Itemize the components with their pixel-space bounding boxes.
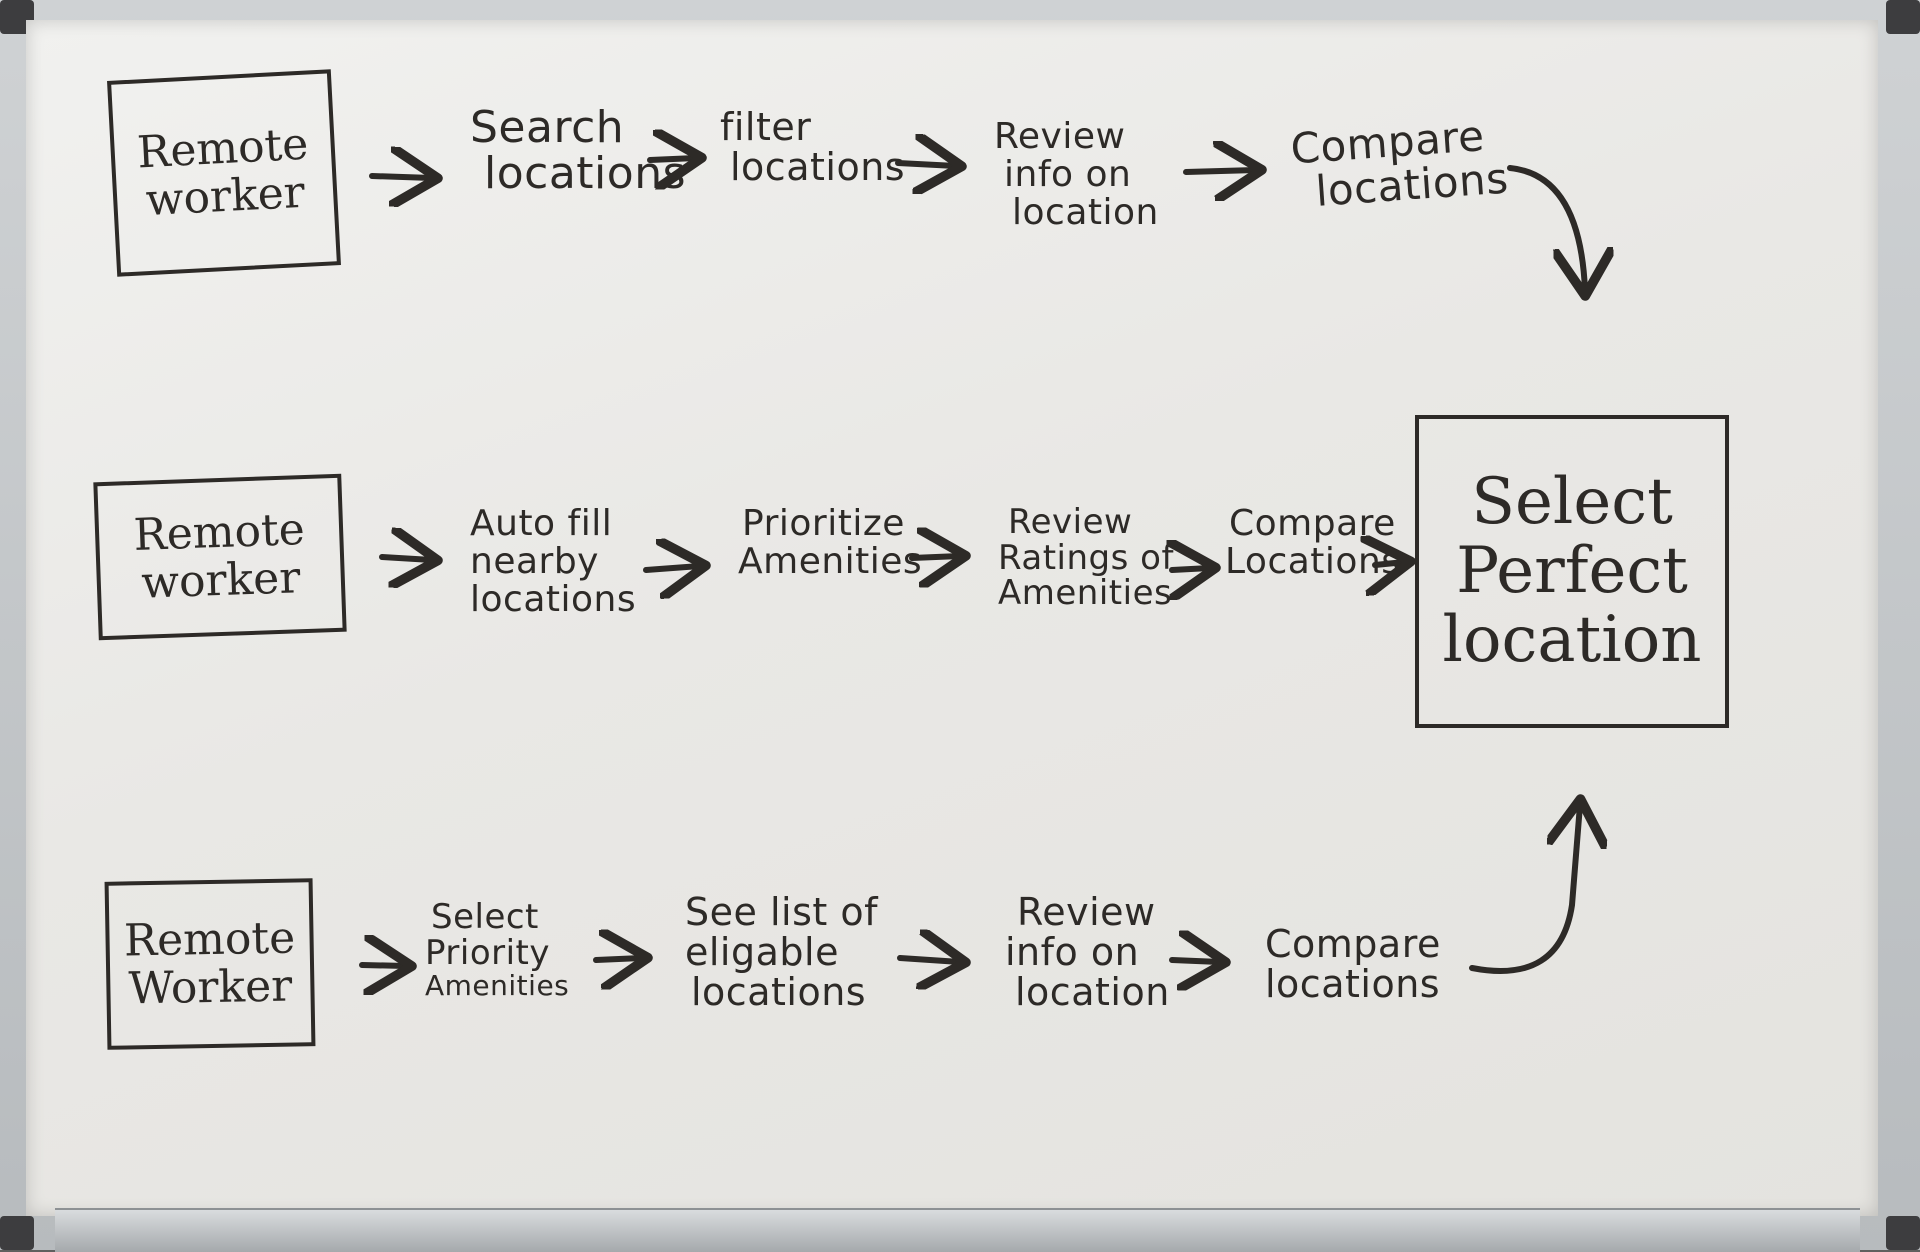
row2-step2-line2: Amenities bbox=[738, 540, 923, 582]
frame-corner-top-right bbox=[1886, 0, 1920, 34]
row3-step-review-info: Review info on location bbox=[1005, 890, 1170, 1014]
row1-step-filter-locations: filter locations bbox=[720, 105, 906, 189]
goal-line1: Select bbox=[1471, 464, 1673, 539]
row3-step4-line2: locations bbox=[1265, 961, 1441, 1006]
row3-step2-line3: locations bbox=[691, 969, 867, 1014]
row1-step3-line2: info on bbox=[1004, 153, 1132, 195]
arrow-r2-1 bbox=[379, 557, 432, 560]
arrow-r3-up bbox=[1469, 805, 1580, 974]
row1-step1-line1: Search bbox=[470, 102, 625, 153]
row3-step3-line3: location bbox=[1015, 969, 1170, 1014]
row3-step-see-list: See list of eligable locations bbox=[685, 890, 878, 1014]
row3-step2-line2: eligable bbox=[685, 929, 839, 974]
row3-step-compare-locations: Compare locations bbox=[1265, 922, 1441, 1006]
row3-step1-line2: Priority bbox=[425, 932, 551, 973]
row3-step3-line2: info on bbox=[1005, 929, 1140, 974]
marker-tray bbox=[55, 1208, 1860, 1252]
arrow-r1-4 bbox=[1183, 170, 1256, 172]
row1-step2-line1: filter bbox=[720, 105, 812, 149]
row3-step-select-priority: Select Priority Amenities bbox=[425, 897, 570, 1003]
arrow-r2-3 bbox=[909, 556, 960, 558]
row2-step3-line1: Review bbox=[1008, 502, 1133, 542]
arrow-r1-3 bbox=[895, 163, 956, 166]
row2-step-prioritize-amenities: Prioritize Amenities bbox=[738, 505, 922, 581]
frame-corner-bottom-right bbox=[1886, 1216, 1920, 1250]
row2-step-auto-fill: Auto fill nearby locations bbox=[470, 505, 636, 618]
row3-step1-line3: Amenities bbox=[425, 969, 570, 1003]
arrow-r3-4 bbox=[1169, 960, 1220, 962]
arrow-r1-down bbox=[1507, 165, 1585, 290]
row1-step3-line3: location bbox=[1012, 191, 1159, 233]
arrow-r2-2 bbox=[643, 566, 700, 570]
row2-step1-line3: locations bbox=[470, 578, 637, 620]
row1-step-review-info: Review info on location bbox=[994, 118, 1159, 231]
row3-step1-line1: Select bbox=[431, 897, 539, 937]
row2-step1-line1: Auto fill bbox=[470, 503, 613, 544]
arrow-r3-2 bbox=[593, 958, 642, 960]
arrow-r1-2 bbox=[647, 158, 696, 160]
row3-step4-line1: Compare bbox=[1265, 922, 1441, 966]
row1-step2-line2: locations bbox=[730, 144, 906, 189]
row3-step3-line1: Review bbox=[1017, 890, 1156, 934]
arrow-r2-4 bbox=[1172, 568, 1210, 570]
arrow-r2-5 bbox=[1375, 562, 1405, 565]
row2-step-review-ratings: Review Ratings of Amenities bbox=[998, 502, 1174, 614]
frame-corner-bottom-left bbox=[0, 1216, 34, 1250]
row1-step3-line1: Review bbox=[994, 116, 1126, 157]
goal-line3: location bbox=[1442, 603, 1702, 678]
row2-step2-line1: Prioritize bbox=[742, 503, 905, 544]
row2-step1-line2: nearby bbox=[470, 540, 599, 582]
arrow-r3-3 bbox=[897, 958, 960, 962]
arrow-r3-1 bbox=[359, 965, 406, 966]
row3-step2-line1: See list of bbox=[685, 890, 878, 934]
row2-step3-line2: Ratings of bbox=[998, 537, 1174, 578]
goal-line2: Perfect bbox=[1456, 533, 1688, 608]
select-perfect-location-box: Select Perfect location bbox=[1415, 415, 1729, 728]
row1-step-search-locations: Search locations bbox=[470, 102, 686, 197]
row2-step3-line3: Amenities bbox=[998, 573, 1173, 614]
arrow-r1-1 bbox=[369, 176, 432, 178]
